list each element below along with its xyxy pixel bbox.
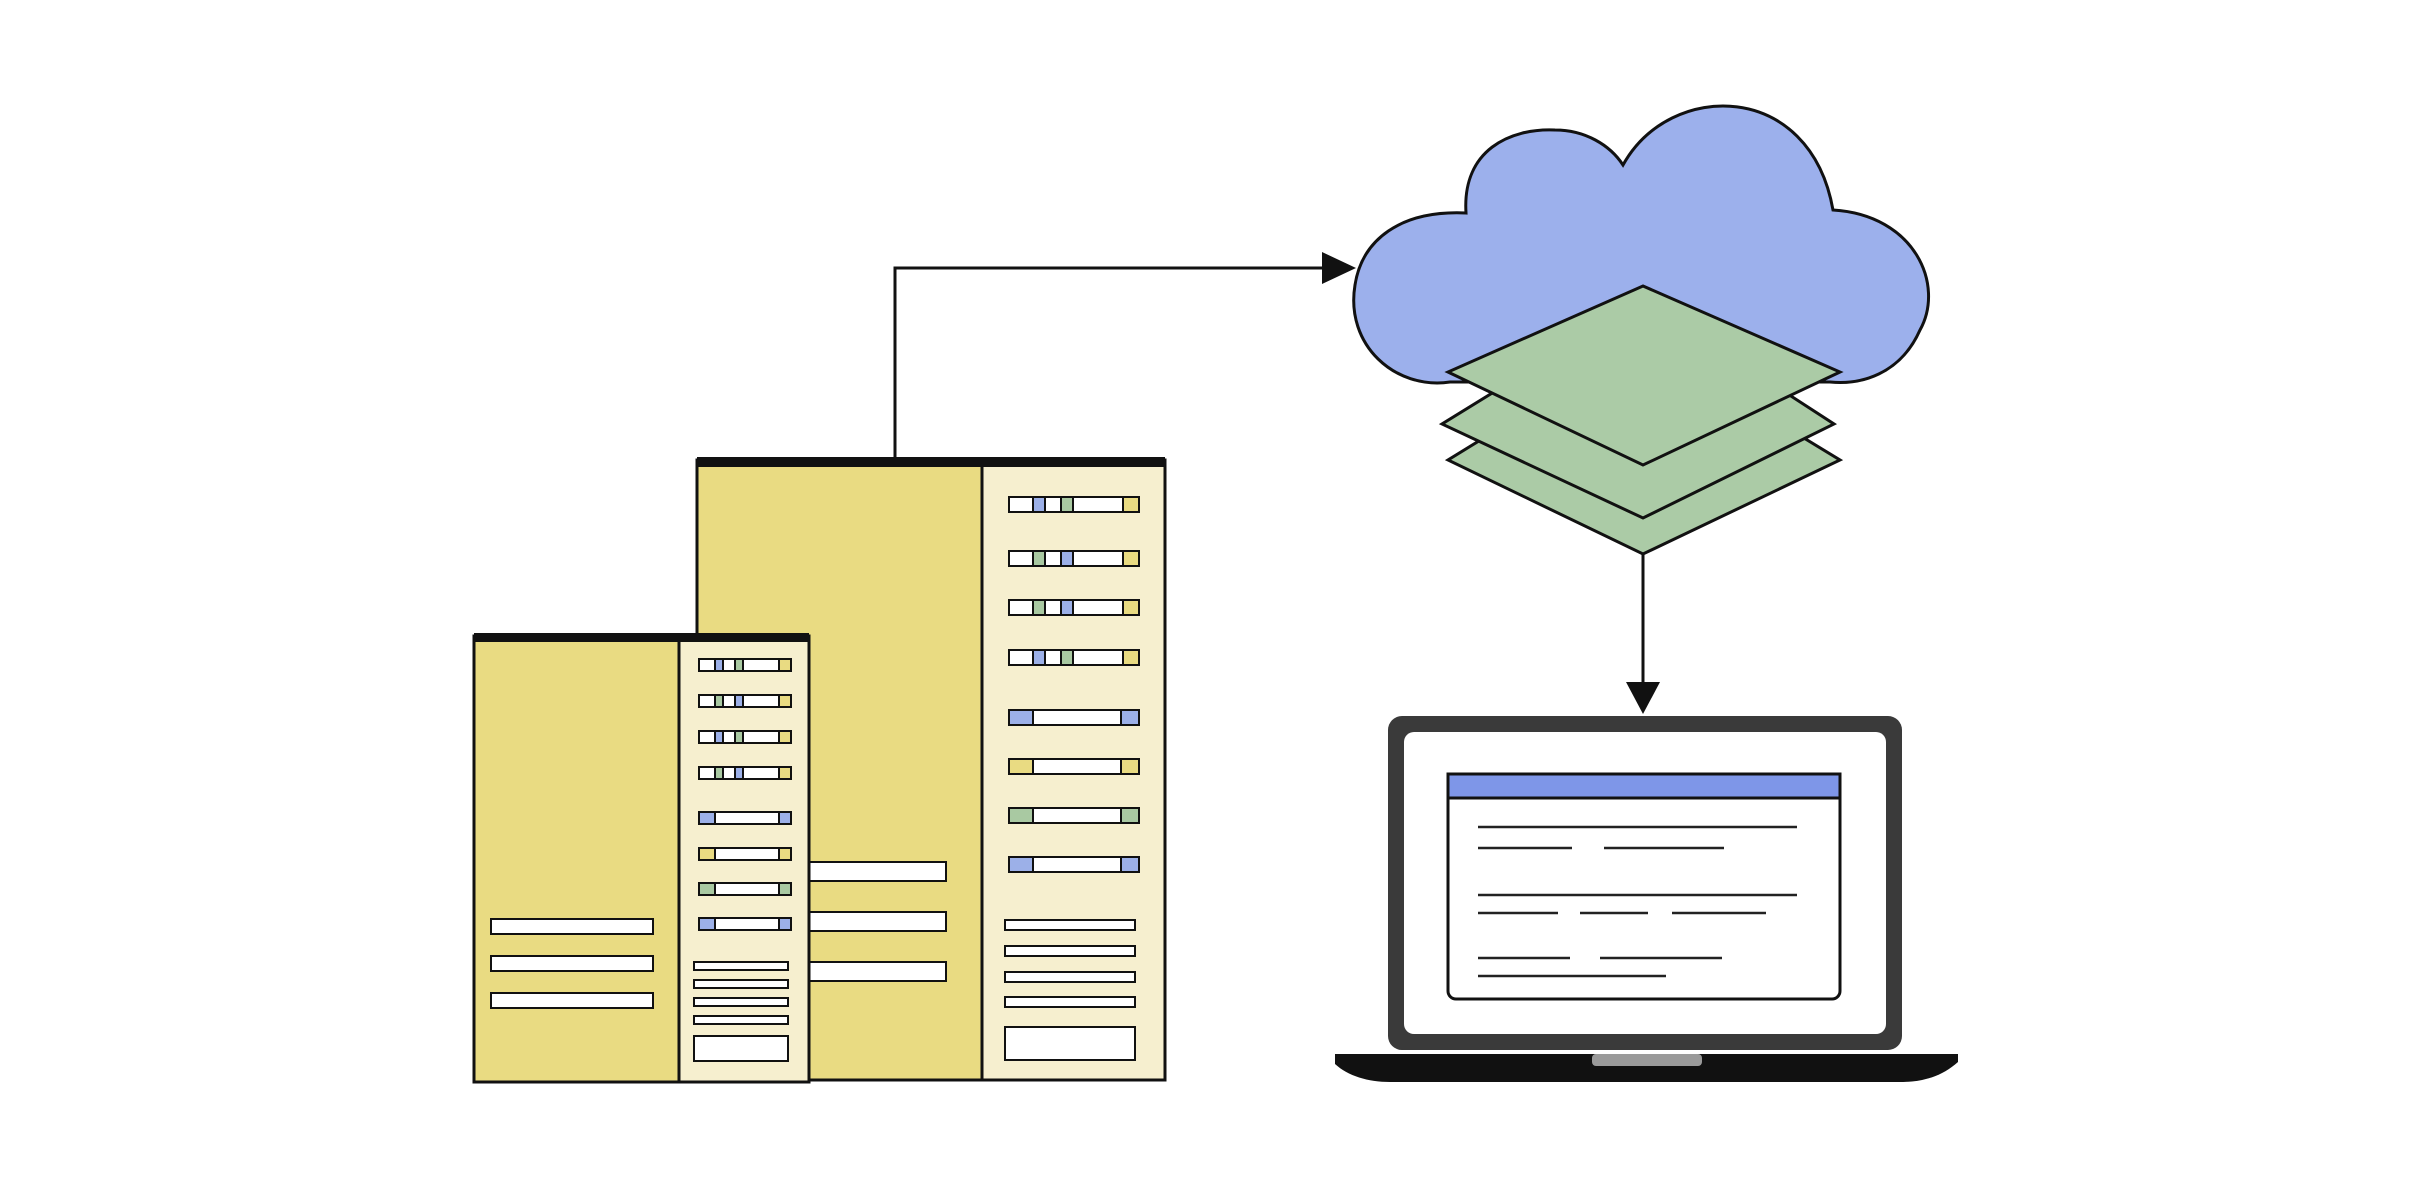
drive-led: [1122, 550, 1140, 567]
laptop-base: [1335, 1054, 1958, 1082]
drive-led: [734, 730, 744, 744]
vent-slot: [1004, 996, 1136, 1008]
vent-slot: [693, 1015, 789, 1025]
drive-led: [778, 766, 792, 780]
drive-led: [1008, 709, 1034, 726]
drive-led: [1122, 599, 1140, 616]
drive-led: [734, 766, 744, 780]
drive-led: [698, 917, 716, 931]
drive-led: [734, 658, 744, 672]
drive-led: [1032, 496, 1046, 513]
front-panel: [1004, 1026, 1136, 1061]
vent-slot: [693, 979, 789, 989]
vent-slot: [1004, 919, 1136, 931]
drive-led: [1060, 599, 1074, 616]
short-server-body: [472, 634, 681, 1084]
drive-led: [778, 917, 792, 931]
drive-led: [1060, 496, 1074, 513]
drive-led: [1120, 856, 1140, 873]
drive-slot: [698, 730, 792, 744]
short-server-tower: [472, 633, 811, 1084]
drive-led: [778, 658, 792, 672]
drive-led: [1008, 807, 1034, 824]
drive-led: [698, 811, 716, 825]
vent-slot: [1004, 971, 1136, 983]
arrowhead-right-icon: [1322, 252, 1356, 284]
drive-led: [778, 694, 792, 708]
drive-led: [1008, 856, 1034, 873]
drive-led: [778, 847, 792, 861]
drive-slot: [698, 766, 792, 780]
window-titlebar: [1446, 772, 1842, 800]
tall-server-roof: [697, 457, 1165, 467]
arrowhead-down-icon: [1626, 682, 1660, 714]
tall-server-slots: [1004, 496, 1140, 1061]
connector-line: [893, 266, 1326, 460]
tall-server-tower: [695, 457, 1167, 1082]
connector-cloud-to-laptop: [1626, 554, 1660, 714]
window-frame: [1446, 772, 1842, 1001]
drive-led: [1008, 758, 1034, 775]
vent-slot: [693, 961, 789, 971]
tall-server-body-bars: [808, 861, 947, 982]
drive-led: [1120, 709, 1140, 726]
drive-led: [1122, 649, 1140, 666]
drive-led: [1060, 550, 1074, 567]
body-bar: [490, 918, 654, 935]
drive-led: [714, 694, 724, 708]
body-bar: [808, 861, 947, 882]
short-server-slots: [693, 658, 792, 1062]
body-bar: [490, 992, 654, 1009]
drive-led: [698, 847, 716, 861]
body-bar: [808, 911, 947, 932]
drive-led: [1032, 599, 1046, 616]
drive-led: [1122, 496, 1140, 513]
drive-slot: [698, 658, 792, 672]
drive-led: [778, 811, 792, 825]
drive-led: [714, 766, 724, 780]
drive-led: [1120, 758, 1140, 775]
trackpad-notch: [1592, 1054, 1702, 1066]
drive-led: [778, 882, 792, 896]
browser-window-icon: [1446, 772, 1842, 1001]
drive-led: [698, 882, 716, 896]
short-server-roof: [474, 633, 809, 642]
cloud-icon: [1352, 104, 1930, 385]
drive-led: [1032, 550, 1046, 567]
drive-led: [714, 730, 724, 744]
stacked-layers-icon: [1438, 284, 1844, 556]
layer-top: [1444, 284, 1844, 467]
drive-led: [1060, 649, 1074, 666]
window-text-lines: [1478, 825, 1797, 978]
body-bar: [490, 955, 654, 972]
drive-led: [714, 658, 724, 672]
drive-slot: [698, 694, 792, 708]
drive-led: [1120, 807, 1140, 824]
laptop-icon: [1335, 716, 1958, 1082]
drive-led: [734, 694, 744, 708]
connector-server-to-cloud: [893, 252, 1356, 460]
vent-slot: [693, 997, 789, 1007]
server-rack-icon: [472, 457, 1167, 1084]
body-bar: [808, 961, 947, 982]
front-panel: [693, 1035, 789, 1062]
cloud-shape: [1352, 104, 1930, 385]
drive-led: [778, 730, 792, 744]
drive-led: [1032, 649, 1046, 666]
short-server-body-bars: [490, 918, 654, 1009]
vent-slot: [1004, 945, 1136, 957]
